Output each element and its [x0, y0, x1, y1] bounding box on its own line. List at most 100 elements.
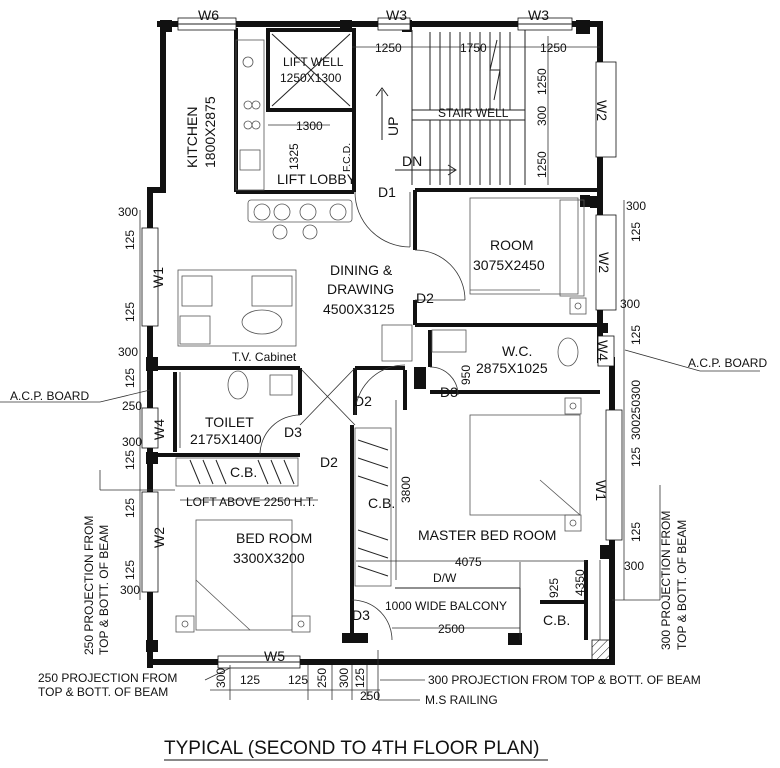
room-furniture: [469, 197, 587, 315]
lift-well-cross: [271, 33, 351, 107]
dim-300-r5: 300: [624, 559, 644, 573]
dining-line1: DINING &: [330, 262, 393, 278]
master-bed: [469, 397, 582, 532]
bedroom-size: 3300X3200: [233, 550, 305, 566]
kitchen-name: KITCHEN: [184, 107, 200, 168]
dim-250-b1: 250: [315, 668, 329, 688]
door-d2-label: D2: [416, 290, 434, 306]
dim-125-l6: 125: [123, 560, 137, 580]
dining-table: [247, 199, 353, 240]
dim-250-b2: 250: [360, 689, 380, 703]
dim-300-r3: 300: [629, 380, 643, 400]
tv-cabinet-label: T.V. Cabinet: [232, 350, 297, 364]
cupboard-hatch: [175, 427, 392, 587]
kitchen-counter: [235, 39, 265, 191]
dining-size: 4500X3125: [323, 301, 395, 317]
door-d3-label: D3: [440, 384, 458, 400]
dim-1300: 1300: [296, 119, 323, 133]
dim-125-l1: 125: [123, 230, 137, 250]
dim-125-b1: 125: [240, 673, 260, 687]
dim-125-l3: 125: [123, 368, 137, 388]
dim-300-l3: 300: [122, 435, 142, 449]
projection-250-line1: 250 PROJECTION FROM: [82, 516, 96, 655]
window-w2-label: W2: [151, 527, 167, 548]
dim-950: 950: [459, 365, 473, 385]
room-size: 3075X2450: [473, 257, 545, 273]
loft-label: LOFT ABOVE 2250 H.T.: [186, 495, 315, 509]
dim-250-r1: 250: [629, 400, 643, 420]
dim-300-r4: 300: [629, 420, 643, 440]
dim-125-l2: 125: [123, 302, 137, 322]
window-w3-label: W3: [386, 7, 407, 23]
dim-3800: 3800: [399, 476, 413, 503]
window-w4-label: W4: [151, 419, 167, 440]
window-w1-label: W1: [150, 267, 166, 288]
door-d2-label-2: D2: [354, 393, 372, 409]
dim-300-b2: 300: [337, 668, 351, 688]
dim-300-b1: 300: [214, 668, 228, 688]
dw-label: D/W: [433, 571, 457, 585]
dim-1750: 1750: [460, 41, 487, 55]
room-name: ROOM: [490, 237, 534, 253]
acp-board-left: A.C.P. BOARD: [10, 389, 89, 403]
cupboard-label-2: C.B.: [368, 495, 395, 511]
note-leaders: [0, 349, 760, 701]
labels: W6 W3 W3 W2 W2 W4 W1 W1 W4 W2 W5 KITCHEN…: [10, 7, 767, 761]
dim-300-r1: 300: [626, 199, 646, 213]
cupboard-label-3: C.B.: [543, 612, 570, 628]
interior-walls: [150, 28, 600, 640]
window-w2-label: W2: [596, 252, 612, 273]
projection-250-bottom-line1: 250 PROJECTION FROM: [38, 671, 177, 685]
door-d3-label-3: D3: [352, 607, 370, 623]
window-w4-label: W4: [595, 340, 611, 361]
door-d3-label-2: D3: [284, 424, 302, 440]
dn-label: DN: [402, 153, 422, 169]
dim-300-r2: 300: [620, 297, 640, 311]
toilet-fixtures: [179, 370, 293, 448]
stair-well-label: STAIR WELL: [438, 106, 509, 120]
window-w5-label: W5: [264, 648, 285, 664]
toilet-size: 2175X1400: [190, 431, 262, 447]
wc-name: W.C.: [502, 343, 532, 359]
projection-250-bottom-line2: TOP & BOTT. OF BEAM: [38, 685, 168, 699]
balcony-label: 1000 WIDE BALCONY: [385, 599, 507, 613]
dim-2500: 2500: [438, 622, 465, 636]
stair-arrows: [375, 87, 457, 176]
door-d2-label-3: D2: [320, 454, 338, 470]
dim-4075: 4075: [455, 555, 482, 569]
sofa-set: [177, 269, 413, 362]
dining-line2: DRAWING: [327, 281, 394, 297]
lift-lobby-label: LIFT LOBBY: [277, 171, 357, 187]
dim-925: 925: [547, 578, 561, 598]
acp-board-right: A.C.P. BOARD: [688, 356, 767, 370]
window-frames: [141, 17, 623, 669]
master-bedroom-name: MASTER BED ROOM: [418, 527, 556, 543]
dim-125-l4: 125: [123, 450, 137, 470]
window-w1-label: W1: [593, 480, 609, 501]
dim-1250-b: 1250: [540, 41, 567, 55]
wc-fixtures: [431, 329, 579, 367]
dim-125-b3: 125: [353, 668, 367, 688]
lift-well-size: 1250X1300: [280, 71, 342, 85]
dim-125-b2: 125: [288, 673, 308, 687]
projection-300-bottom: 300 PROJECTION FROM TOP & BOTT. OF BEAM: [428, 673, 701, 687]
dim-1250-c: 1250: [535, 68, 549, 95]
doors: [259, 191, 466, 641]
dim-125-r1: 125: [629, 222, 643, 242]
window-w6-label: W6: [198, 7, 219, 23]
plan-title: TYPICAL (SECOND TO 4TH FLOOR PLAN): [164, 738, 540, 759]
dim-125-r3: 125: [629, 447, 643, 467]
lift-well-name: LIFT WELL: [283, 55, 344, 69]
projection-300-line2: TOP & BOTT. OF BEAM: [675, 520, 689, 650]
up-label: UP: [385, 117, 401, 136]
dim-1250-a: 1250: [375, 41, 402, 55]
dim-300-l2: 300: [118, 345, 138, 359]
toilet-name: TOILET: [205, 414, 254, 430]
ms-railing-label: M.S RAILING: [425, 693, 498, 707]
dimension-lines: [139, 36, 625, 700]
kitchen-size: 1800X2875: [202, 96, 218, 168]
dim-4350: 4350: [573, 569, 587, 596]
dim-300-l1: 300: [118, 205, 138, 219]
bedroom-name: BED ROOM: [236, 530, 312, 546]
